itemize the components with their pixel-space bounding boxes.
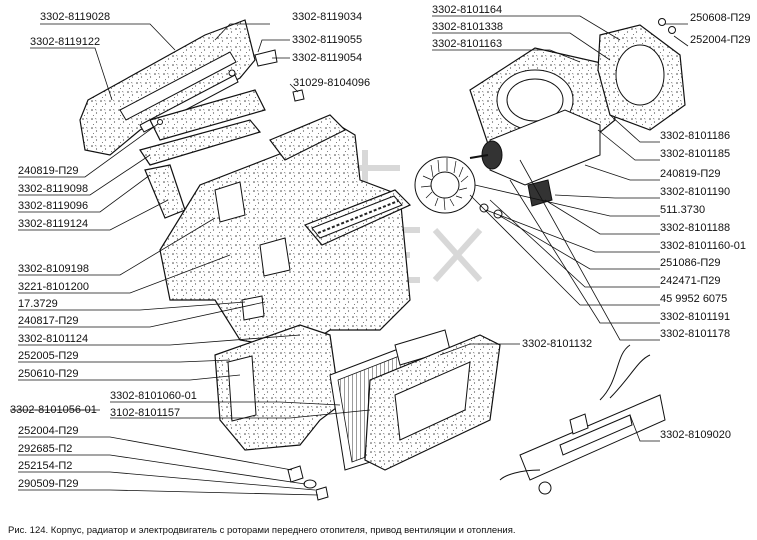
heater-housing bbox=[159, 114, 411, 351]
label-3302-8119054: 3302-8119054 bbox=[292, 52, 362, 64]
label-3302-8101164: 3302-8101164 bbox=[432, 4, 502, 16]
label-3221-8101200: 3221-8101200 bbox=[18, 281, 89, 293]
part-labels: 3302-8119028 3302-8119034 3302-8119055 3… bbox=[10, 4, 751, 490]
label-31029-8104096: 31029-8104096 bbox=[293, 77, 370, 89]
label-3302-8101188: 3302-8101188 bbox=[660, 222, 730, 234]
label-3302-8101160-01: 3302-8101160-01 bbox=[660, 240, 746, 252]
label-240819-p29-a: 240819-П29 bbox=[18, 165, 79, 177]
label-511-3730: 511.3730 bbox=[660, 204, 705, 216]
lower-housing bbox=[214, 324, 341, 451]
radiator-shroud bbox=[364, 334, 501, 471]
label-45-9952-6075: 45 9952 6075 bbox=[660, 293, 727, 305]
label-240819-p29-b: 240819-П29 bbox=[660, 168, 721, 180]
label-250610-p29: 250610-П29 bbox=[18, 368, 79, 380]
label-3302-8119124: 3302-8119124 bbox=[18, 218, 88, 230]
electric-motor bbox=[469, 109, 601, 186]
label-3302-8101191: 3302-8101191 bbox=[660, 311, 730, 323]
label-252004-p29-a: 252004-П29 bbox=[18, 425, 79, 437]
label-3302-8101178: 3302-8101178 bbox=[660, 328, 730, 340]
air-vent-grille bbox=[303, 189, 412, 246]
label-3302-8101056-01: 3302-8101056-01 bbox=[10, 404, 97, 416]
label-3302-8119098: 3302-8119098 bbox=[18, 183, 88, 195]
resistor-block bbox=[527, 179, 553, 207]
motor-cover bbox=[597, 24, 686, 131]
duct-cross-bar bbox=[139, 89, 266, 166]
label-3302-8119122: 3302-8119122 bbox=[30, 36, 100, 48]
label-3302-8101060-01: 3302-8101060-01 bbox=[110, 390, 197, 402]
label-252004-p29-b: 252004-П29 bbox=[690, 34, 751, 46]
label-3302-8109198: 3302-8109198 bbox=[18, 263, 89, 275]
label-3302-8101132: 3302-8101132 bbox=[522, 338, 592, 350]
small-clips bbox=[157, 49, 305, 125]
label-3302-8109020: 3302-8109020 bbox=[660, 429, 731, 441]
label-3302-8101185: 3302-8101185 bbox=[660, 148, 730, 160]
label-242471-p29: 242471-П29 bbox=[660, 275, 721, 287]
leader-lines bbox=[10, 15, 689, 496]
fan-rotor bbox=[414, 156, 476, 214]
label-292685-p2: 292685-П2 bbox=[18, 443, 72, 455]
label-3302-8101163: 3302-8101163 bbox=[432, 38, 502, 50]
label-3102-8101157: 3102-8101157 bbox=[110, 407, 180, 419]
label-250608-p29: 250608-П29 bbox=[690, 12, 751, 24]
figure-caption: Рис. 124. Корпус, радиатор и электродвиг… bbox=[8, 525, 516, 536]
label-290509-p29: 290509-П29 bbox=[18, 478, 79, 490]
label-251086-p29: 251086-П29 bbox=[660, 257, 721, 269]
label-3302-8119034: 3302-8119034 bbox=[292, 11, 362, 23]
label-3302-8101124: 3302-8101124 bbox=[18, 333, 88, 345]
duct-bracket bbox=[144, 164, 186, 219]
label-240817-p29: 240817-П29 bbox=[18, 315, 79, 327]
label-3302-8119055: 3302-8119055 bbox=[292, 34, 362, 46]
label-252005-p29: 252005-П29 bbox=[18, 350, 79, 362]
label-3302-8101190: 3302-8101190 bbox=[660, 186, 730, 198]
label-3302-8101338: 3302-8101338 bbox=[432, 21, 503, 33]
label-17-3729: 17.3729 bbox=[18, 298, 58, 310]
label-3302-8119028: 3302-8119028 bbox=[40, 11, 110, 23]
ventilation-control-panel bbox=[499, 344, 666, 495]
label-3302-8119096: 3302-8119096 bbox=[18, 200, 88, 212]
label-252154-p2: 252154-П2 bbox=[18, 460, 72, 472]
label-3302-8101186: 3302-8101186 bbox=[660, 130, 730, 142]
